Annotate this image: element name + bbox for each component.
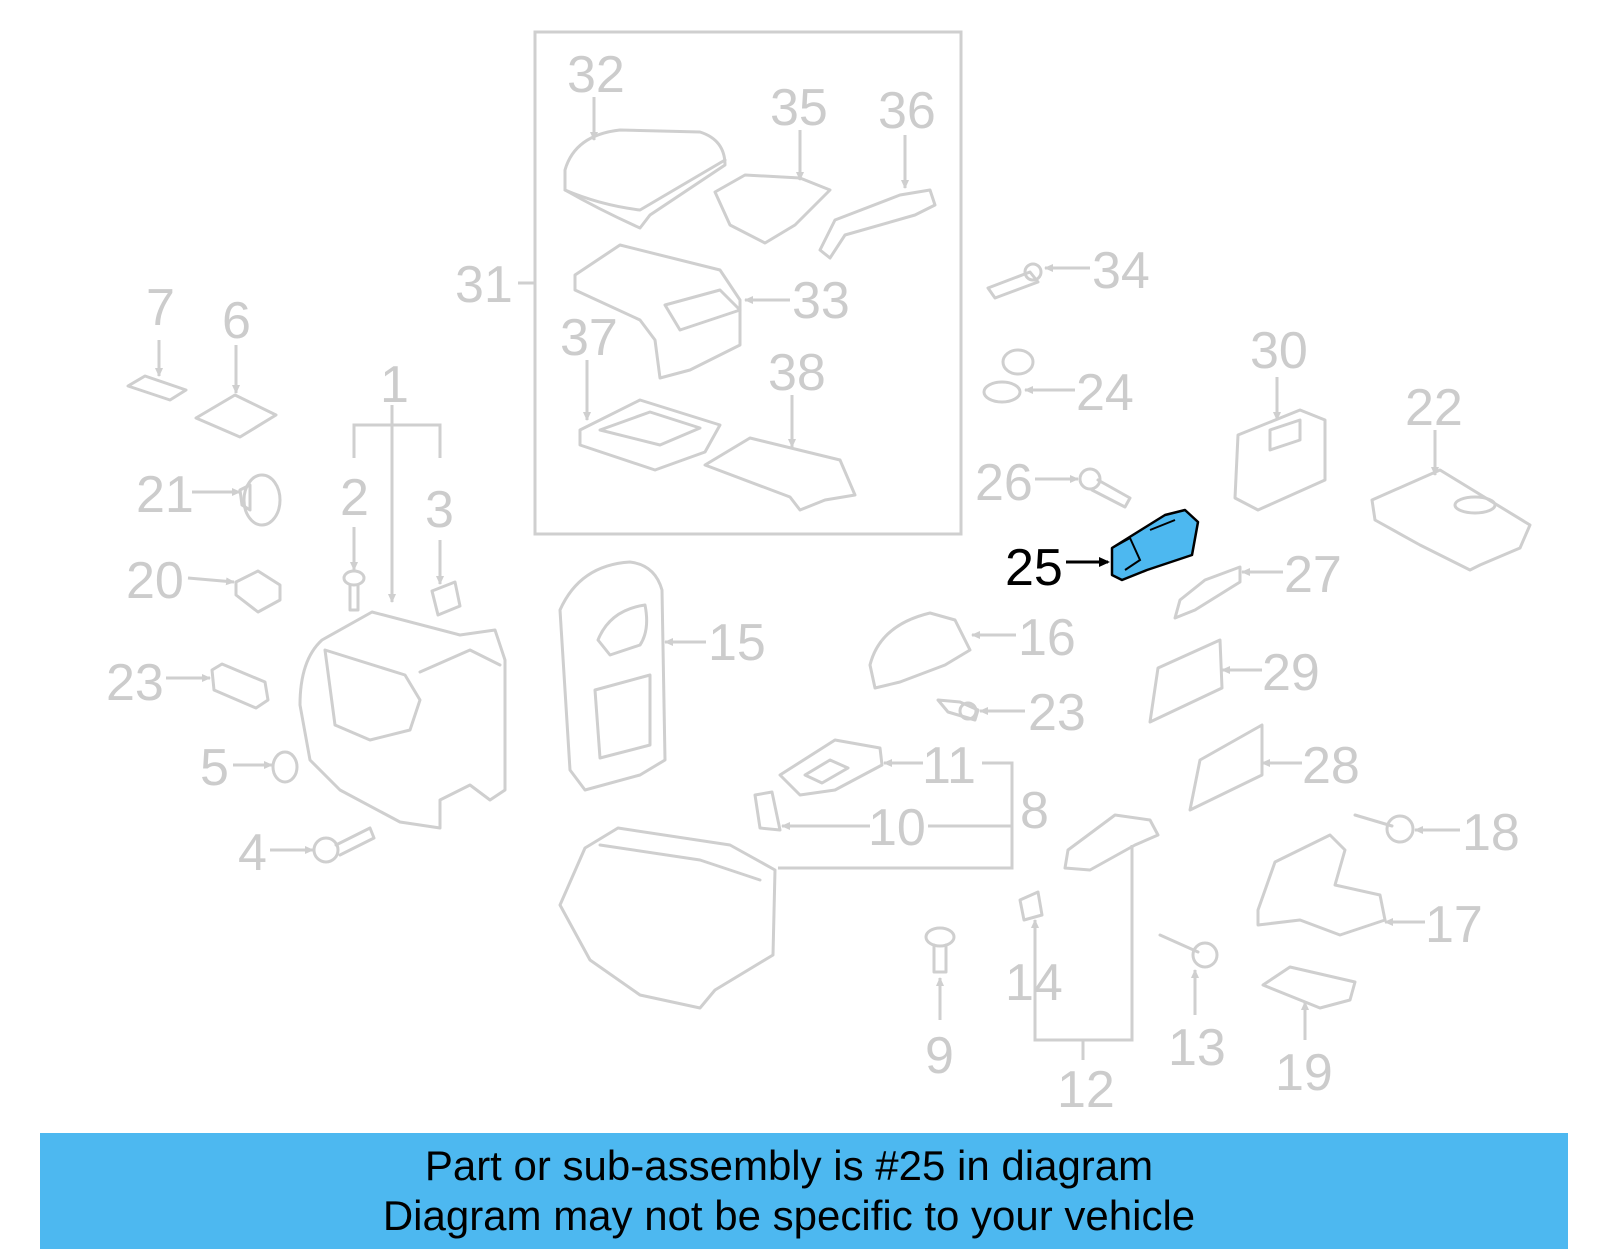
callout-32: 32: [567, 46, 625, 104]
callout-9: 9: [925, 1027, 954, 1085]
callout-33: 33: [792, 272, 850, 330]
part-35-plate: [713, 173, 832, 245]
leaders: [155, 97, 1460, 1060]
part-15-side-panel: [558, 560, 667, 792]
info-banner: Part or sub-assembly is #25 in diagram D…: [40, 1133, 1568, 1249]
callout-12: 12: [1057, 1061, 1115, 1119]
callout-27: 27: [1284, 546, 1342, 604]
part-17-tray-assembly: [1256, 833, 1387, 937]
callout-11: 11: [922, 737, 976, 795]
callout-14: 14: [1005, 954, 1063, 1012]
part-14-clip: [1018, 890, 1044, 922]
callout-8: 8: [1020, 782, 1049, 840]
part-1-console-frame: [298, 610, 507, 830]
callout-37: 37: [560, 309, 618, 367]
part-36-bracket: [818, 188, 937, 260]
part-6-pad: [194, 393, 278, 439]
callout-2: 2: [340, 469, 369, 527]
part-22-bracket: [1370, 468, 1532, 572]
info-line-1: Part or sub-assembly is #25 in diagram: [424, 1142, 1154, 1189]
part-11-cupholder-insert: [778, 738, 884, 797]
part-20-clip: [234, 569, 282, 614]
part-33-armrest-base: [573, 243, 742, 380]
part-25-highlighted: [1110, 508, 1200, 582]
part-32-armrest-lid: [563, 128, 727, 230]
part-10-pad: [753, 790, 782, 832]
callout-7: 7: [146, 279, 175, 337]
part-9-screw: [924, 926, 956, 974]
part-23-fastener-right: [936, 698, 980, 722]
callout-25: 25: [1005, 539, 1063, 597]
part-2-pushpin: [342, 569, 366, 612]
callout-36: 36: [878, 82, 936, 140]
leader-8-bracket: [778, 761, 1014, 870]
part-5-ring: [271, 750, 299, 784]
callout-19: 19: [1275, 1044, 1333, 1102]
callout-31: 31: [455, 256, 513, 314]
callout-15: 15: [708, 614, 766, 672]
part-13-screw: [1158, 933, 1219, 969]
callout-13: 13: [1168, 1019, 1226, 1077]
callout-35: 35: [770, 79, 828, 137]
callout-17: 17: [1425, 896, 1483, 954]
part-19-pad: [1261, 965, 1357, 1010]
callout-29: 29: [1262, 644, 1320, 702]
callout-labels: 1 2 3 4 5 6 7 8 9 10 11 12 13 14 15 16 1…: [106, 46, 1520, 1119]
callout-23-right: 23: [1028, 684, 1086, 742]
callout-22: 22: [1405, 379, 1463, 437]
part-37-tray: [578, 398, 722, 472]
callout-28: 28: [1302, 737, 1360, 795]
callout-18: 18: [1462, 804, 1520, 862]
part-23-fastener-left: [210, 662, 270, 710]
leader-20: [187, 576, 235, 586]
callout-4: 4: [238, 824, 267, 882]
part-34-bolt: [986, 262, 1043, 300]
part-3-clip: [430, 580, 462, 617]
callout-30: 30: [1250, 322, 1308, 380]
callout-1: 1: [380, 356, 409, 414]
callout-10: 10: [868, 799, 926, 857]
callout-3: 3: [425, 481, 454, 539]
part-28-cover: [1188, 723, 1264, 812]
part-12-bracket: [1063, 813, 1160, 872]
part-4-bolt: [312, 826, 376, 864]
part-21-plug: [238, 473, 282, 527]
part-7-pad: [126, 374, 188, 402]
part-27-clip: [1173, 565, 1242, 620]
part-38-mat: [703, 436, 857, 512]
info-line-2: Diagram may not be specific to your vehi…: [382, 1192, 1196, 1239]
part-30-module: [1233, 408, 1327, 512]
callout-38: 38: [768, 344, 826, 402]
callout-16: 16: [1018, 609, 1076, 667]
callout-21: 21: [136, 466, 194, 524]
part-16-handle: [868, 611, 972, 690]
callout-24: 24: [1076, 364, 1134, 422]
callout-23-left: 23: [106, 654, 164, 712]
callout-26: 26: [975, 454, 1033, 512]
callout-20: 20: [126, 552, 184, 610]
callout-34: 34: [1092, 242, 1150, 300]
part-26-pin: [1078, 467, 1132, 509]
part-24-bushing: [982, 348, 1035, 404]
callout-6: 6: [222, 292, 251, 350]
part-29-panel: [1148, 638, 1224, 724]
callout-5: 5: [200, 739, 229, 797]
part-8-console-body: [558, 826, 777, 1010]
leader-1-bracket: [352, 423, 442, 458]
part-18-bolt: [1353, 813, 1415, 844]
